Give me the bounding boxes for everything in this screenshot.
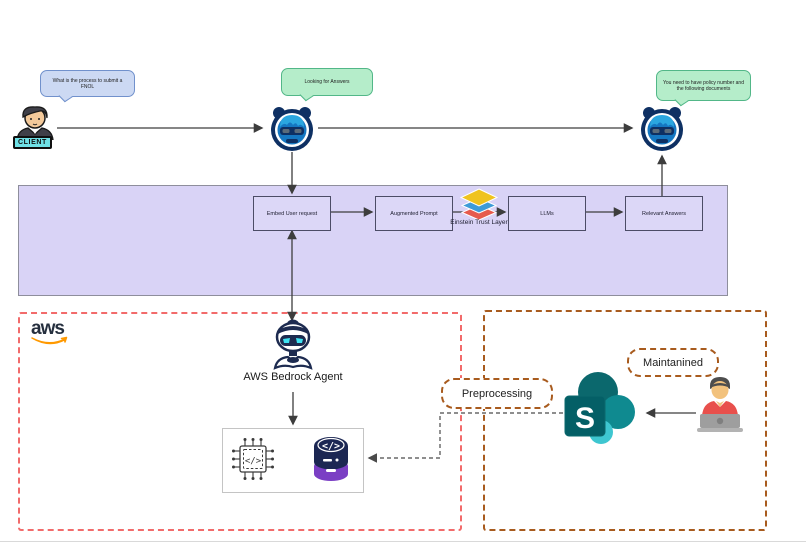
salesforce-trust-panel [18, 185, 728, 296]
aws-logo-icon: aws [28, 317, 74, 349]
einstein-trust-layer-label: Einstein Trust Layer [450, 219, 508, 226]
svg-text:S: S [575, 402, 595, 435]
chatbot-right-speech-bubble: You need to have policy number and the f… [656, 70, 751, 101]
flow-step-embed-user-request: Embed User request [253, 196, 331, 231]
flow-step-label: LLMs [540, 210, 554, 217]
svg-text:</>: </> [322, 441, 340, 452]
bedrock-robot-icon [268, 318, 318, 370]
client-label: CLIENT [13, 136, 52, 149]
svg-text:</>: </> [245, 457, 262, 467]
aws-dashed-container [18, 312, 462, 531]
chatbot-right-text: You need to have policy number and the f… [663, 79, 744, 92]
sharepoint-icon: S [560, 370, 642, 448]
chatbot-icon [266, 103, 318, 153]
client-person-icon [12, 104, 58, 140]
maintained-text: Maintanined [643, 356, 703, 369]
flow-step-augmented-prompt: Augmented Prompt [375, 196, 453, 231]
flow-step-label: Embed User request [266, 210, 318, 217]
einstein-trust-layer-icon [455, 188, 503, 222]
preprocessing-label: Preprocessing [441, 378, 553, 409]
chatbot-icon [636, 103, 688, 153]
flow-step-llms: LLMs [508, 196, 586, 231]
client-speech-bubble: What is the process to submit a FNOL [40, 70, 135, 97]
person-laptop-icon [697, 376, 743, 432]
flow-step-label: Relevant Answers [641, 210, 687, 217]
flow-step-relevant-answers: Relevant Answers [625, 196, 703, 231]
bedrock-agent-label: AWS Bedrock Agent [243, 371, 343, 383]
flow-step-label: Augmented Prompt [390, 210, 438, 217]
client-question-text: What is the process to submit a FNOL [52, 77, 123, 90]
vector-database-icon: </> [306, 432, 356, 486]
maintained-label: Maintanined [627, 348, 719, 377]
window-bottom-edge [0, 541, 806, 542]
svg-text:aws: aws [31, 318, 64, 339]
chatbot-left-text: Looking for Answers [304, 79, 350, 85]
preprocessing-text: Preprocessing [461, 387, 533, 400]
chatbot-left-speech-bubble: Looking for Answers [281, 68, 373, 96]
chip-code-icon: </> [231, 437, 275, 481]
